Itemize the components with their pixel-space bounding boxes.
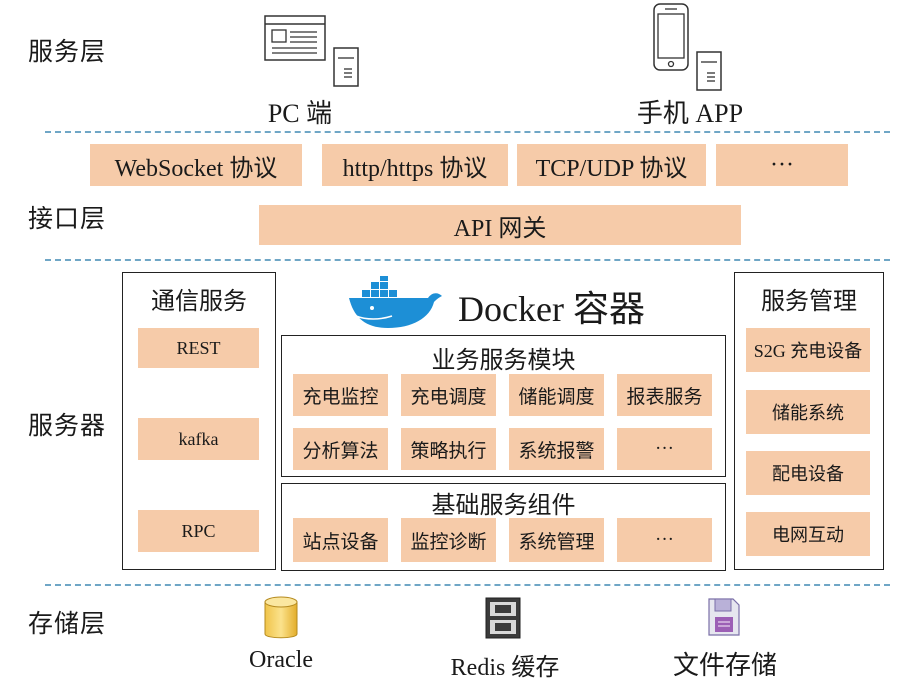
storage-redis-label: Redis 缓存 — [450, 655, 560, 681]
mobile-client-label: 手机 APP — [636, 99, 744, 128]
business-item: 储能调度 — [509, 374, 604, 416]
business-item: 分析算法 — [293, 428, 388, 470]
mgmt-item: 配电设备 — [746, 451, 870, 495]
docker-title: Docker 容器 — [458, 289, 645, 329]
protocol-websocket: WebSocket 协议 — [90, 144, 302, 186]
protocol-tcp-udp: TCP/UDP 协议 — [517, 144, 706, 186]
layer-label-service: 服务层 — [28, 39, 107, 66]
database-icon — [264, 596, 298, 639]
storage-oracle-label: Oracle — [249, 647, 313, 673]
comm-item-rest: REST — [138, 328, 259, 368]
business-item: 充电调度 — [401, 374, 496, 416]
layer-divider — [45, 259, 890, 261]
layer-label-interface: 接口层 — [28, 206, 107, 233]
docker-whale-icon — [349, 276, 442, 328]
business-item: 系统报警 — [509, 428, 604, 470]
layer-label-server: 服务器 — [28, 413, 107, 440]
comm-item-rpc: RPC — [138, 510, 259, 552]
layer-divider — [45, 131, 890, 133]
comm-item-kafka: kafka — [138, 418, 259, 460]
mobile-client-icon — [653, 3, 722, 91]
protocol-http: http/https 协议 — [322, 144, 508, 186]
mgmt-item: S2G 充电设备 — [746, 328, 870, 372]
business-item: 报表服务 — [617, 374, 712, 416]
layer-label-storage: 存储层 — [28, 611, 107, 638]
business-item: 充电监控 — [293, 374, 388, 416]
service-mgmt-title: 服务管理 — [761, 289, 857, 315]
cache-server-icon — [485, 597, 521, 639]
foundation-item: 系统管理 — [509, 518, 604, 562]
storage-files-label: 文件存储 — [672, 651, 777, 680]
foundation-item: 监控诊断 — [401, 518, 496, 562]
protocol-more: ··· — [716, 144, 848, 186]
pc-client-label: PC 端 — [267, 99, 333, 128]
foundation-title: 基础服务组件 — [431, 493, 576, 519]
comm-service-title: 通信服务 — [151, 289, 247, 315]
business-item: 策略执行 — [401, 428, 496, 470]
foundation-item: ··· — [617, 518, 712, 562]
mgmt-item: 电网互动 — [746, 512, 870, 556]
layer-divider — [45, 584, 890, 586]
file-storage-icon — [708, 598, 740, 636]
api-gateway: API 网关 — [259, 205, 741, 245]
business-item: ··· — [617, 428, 712, 470]
business-module-title: 业务服务模块 — [431, 348, 576, 374]
foundation-item: 站点设备 — [293, 518, 388, 562]
pc-client-icon — [264, 15, 359, 87]
mgmt-item: 储能系统 — [746, 390, 870, 434]
